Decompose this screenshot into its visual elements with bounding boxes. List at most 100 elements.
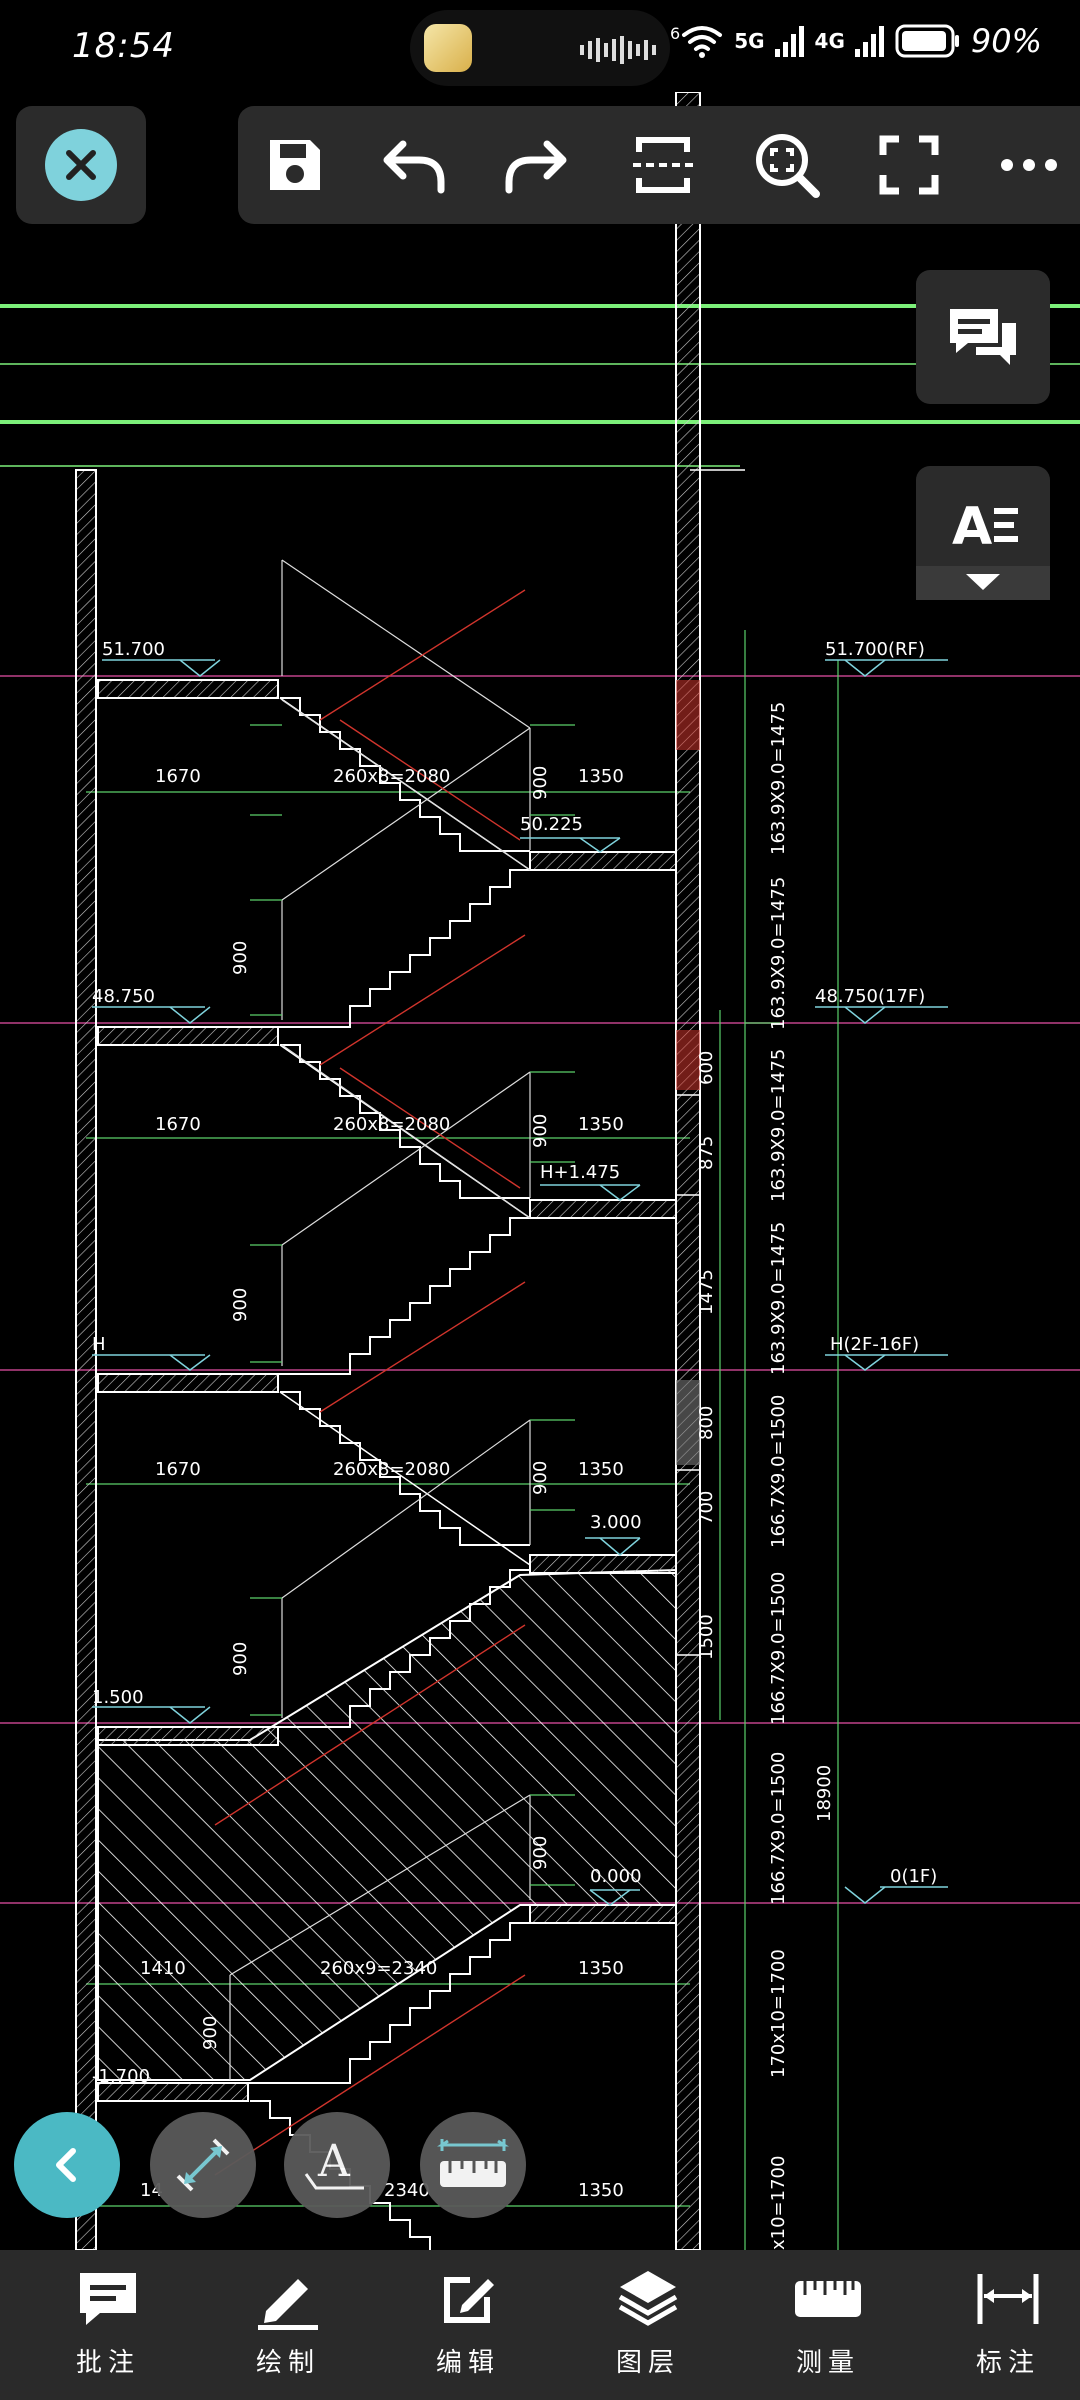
comment-icon — [80, 2273, 136, 2325]
riser-dim-5: 166.7X9.0=1500 — [768, 1395, 789, 1548]
flight-5: 2340 — [384, 2180, 430, 2201]
window-dim-2: 875 — [696, 1136, 717, 1170]
width-right-4: 1350 — [578, 1958, 624, 1979]
text-annotation-icon: A — [304, 2136, 364, 2190]
ruler-icon — [795, 2281, 861, 2317]
level-left-4: 1.500 — [92, 1687, 144, 1708]
tab-layers[interactable]: 图层 — [568, 2268, 728, 2388]
window-dim-5: 700 — [696, 1491, 717, 1525]
riser-dim-8: 170x10=1700 — [768, 1949, 789, 2078]
fullscreen-button[interactable] — [874, 130, 944, 200]
rail-height-4: 900 — [230, 1288, 251, 1322]
edit-icon — [444, 2277, 494, 2323]
width-left-3: 1670 — [155, 1459, 201, 1480]
level-right-4: 0(1F) — [890, 1866, 937, 1887]
tab-edit[interactable]: 编辑 — [388, 2268, 548, 2388]
linear-measure-button[interactable] — [150, 2112, 256, 2218]
wifi-icon — [682, 26, 723, 58]
pencil-icon — [258, 2279, 318, 2330]
landing-level-4: 0.000 — [590, 1866, 642, 1887]
landing-slabs — [97, 679, 677, 2102]
layers-icon — [618, 2271, 678, 2326]
ground-fill-hatch — [97, 1568, 677, 2081]
zoom-region-icon — [756, 134, 820, 198]
width-right-1: 1350 — [578, 766, 624, 787]
svg-text:A: A — [952, 497, 992, 557]
riser-dim-9: x10=1700 — [768, 2156, 789, 2250]
level-left-2: 48.750 — [92, 986, 155, 1007]
width-left-2: 1670 — [155, 1114, 201, 1135]
comments-panel-button[interactable] — [916, 270, 1050, 404]
rail-height-7: 900 — [530, 1836, 551, 1870]
rail-height-1: 900 — [530, 766, 551, 800]
redo-button[interactable] — [500, 130, 570, 200]
save-icon — [270, 140, 320, 190]
riser-dim-4: 163.9X9.0=1475 — [768, 1222, 789, 1375]
chevron-left-icon — [56, 2148, 76, 2182]
flight-2: 260x8=2080 — [333, 1114, 450, 1135]
tab-draw-label: 绘制 — [255, 2348, 320, 2378]
status-time: 18:54 — [72, 26, 175, 66]
undo-icon — [383, 140, 445, 194]
undo-button[interactable] — [380, 130, 450, 200]
tab-annotate-label: 批注 — [75, 2348, 140, 2378]
level-right-2: 48.750(17F) — [815, 986, 925, 1007]
dynamic-island[interactable] — [410, 10, 670, 86]
left-wall — [75, 469, 97, 2250]
chat-bubbles-icon — [950, 309, 1016, 365]
top-toolbar — [238, 106, 1080, 224]
tab-annotate[interactable]: 批注 — [28, 2268, 188, 2388]
landing-level-2: H+1.475 — [540, 1162, 620, 1183]
tab-dimension[interactable]: 标注 — [928, 2268, 1080, 2388]
total-height: 18900 — [814, 1765, 835, 1822]
text-list-icon: A — [916, 497, 1050, 600]
ruler-measure-button[interactable] — [420, 2112, 526, 2218]
riser-dim-1: 163.9X9.0=1475 — [768, 702, 789, 855]
cad-labels: 51.700 48.750 H 1.500 -1.700 51.700(RF) … — [92, 639, 937, 2250]
rail-height-2: 900 — [230, 941, 251, 975]
fullscreen-icon — [879, 135, 939, 195]
svg-text:A: A — [317, 2136, 351, 2187]
cad-drawing-canvas[interactable]: 51.700 48.750 H 1.500 -1.700 51.700(RF) … — [0, 0, 1080, 2250]
text-annotation-button[interactable]: A — [284, 2112, 390, 2218]
text-style-button[interactable]: A — [916, 466, 1050, 600]
tab-layers-label: 图层 — [615, 2348, 680, 2378]
ruler-measure-icon — [437, 2139, 509, 2187]
rail-height-8: 900 — [200, 2016, 221, 2050]
flight-4: 260x9=2340 — [320, 1958, 437, 1979]
level-left-1: 51.700 — [102, 639, 165, 660]
more-button[interactable] — [994, 130, 1064, 200]
wifi-badge: 6 — [670, 23, 681, 43]
window-dim-6: 1500 — [696, 1614, 717, 1660]
status-indicators: 6 5G 4G 90% — [670, 22, 1042, 60]
battery-percent: 90% — [970, 22, 1042, 60]
level-left-5: -1.700 — [92, 2066, 150, 2087]
rail-height-3: 900 — [530, 1114, 551, 1148]
diagonal-measure-icon — [176, 2138, 230, 2192]
save-button[interactable] — [260, 130, 330, 200]
landing-level-3: 3.000 — [590, 1512, 642, 1533]
level-right-3: H(2F-16F) — [830, 1334, 919, 1355]
level-right-1: 51.700(RF) — [825, 639, 925, 660]
window-frames — [675, 1094, 701, 1656]
window-dim-4: 800 — [696, 1406, 717, 1440]
tab-draw[interactable]: 绘制 — [208, 2268, 368, 2388]
tab-measure[interactable]: 测量 — [748, 2268, 908, 2388]
width-right-3: 1350 — [578, 1459, 624, 1480]
region-select-button[interactable] — [628, 130, 698, 200]
close-button[interactable] — [16, 106, 146, 224]
zoom-region-button[interactable] — [752, 130, 822, 200]
landing-level-1: 50.225 — [520, 814, 583, 835]
more-icon — [1001, 159, 1057, 171]
flight-1: 260x8=2080 — [333, 766, 450, 787]
riser-dim-6: 166.7X9.0=1500 — [768, 1572, 789, 1725]
app-thumbnail-icon[interactable] — [424, 24, 472, 72]
grid-lines-top — [0, 304, 1080, 467]
riser-dim-2: 163.9X9.0=1475 — [768, 877, 789, 1030]
width-right-2: 1350 — [578, 1114, 624, 1135]
collapse-tools-button[interactable] — [14, 2112, 120, 2218]
rail-height-5: 900 — [530, 1461, 551, 1495]
level-left-3: H — [92, 1334, 106, 1355]
flight-3: 260x8=2080 — [333, 1459, 450, 1480]
riser-dim-3: 163.9X9.0=1475 — [768, 1049, 789, 1202]
